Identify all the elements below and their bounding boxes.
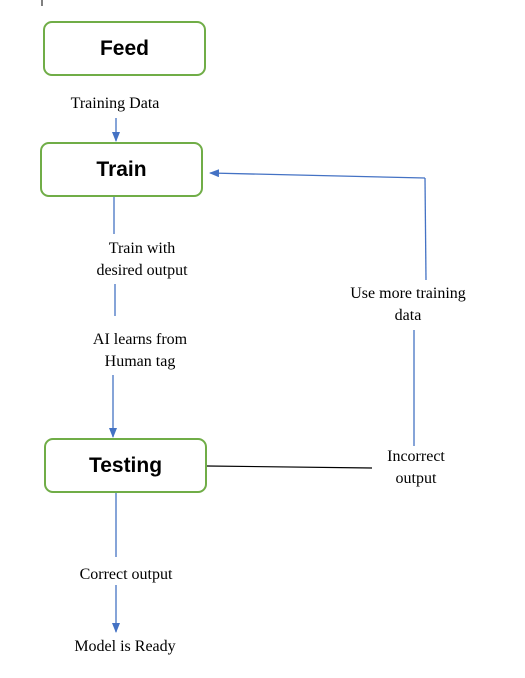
label-incorrect-output: Incorrect output [387,448,445,487]
node-testing-label: Testing [88,453,163,477]
node-train-label: Train [96,157,147,181]
label-training-data: Training Data [70,95,160,112]
line-testing-to-incorrect [206,465,373,469]
node-feed: Feed [43,21,206,76]
label-use-more-training-data: Use more training data [350,285,466,324]
label-ai-learns: AI learns from Human tag [92,331,188,370]
line-right-up [424,177,427,281]
label-model-is-ready: Model is Ready [74,638,176,655]
arrow-back-to-train [209,169,426,179]
node-train: Train [40,142,203,197]
label-train-with-desired-output: Train with desired output [96,240,188,279]
node-feed-label: Feed [99,36,149,60]
label-correct-output: Correct output [79,566,173,583]
node-testing: Testing [44,438,207,493]
